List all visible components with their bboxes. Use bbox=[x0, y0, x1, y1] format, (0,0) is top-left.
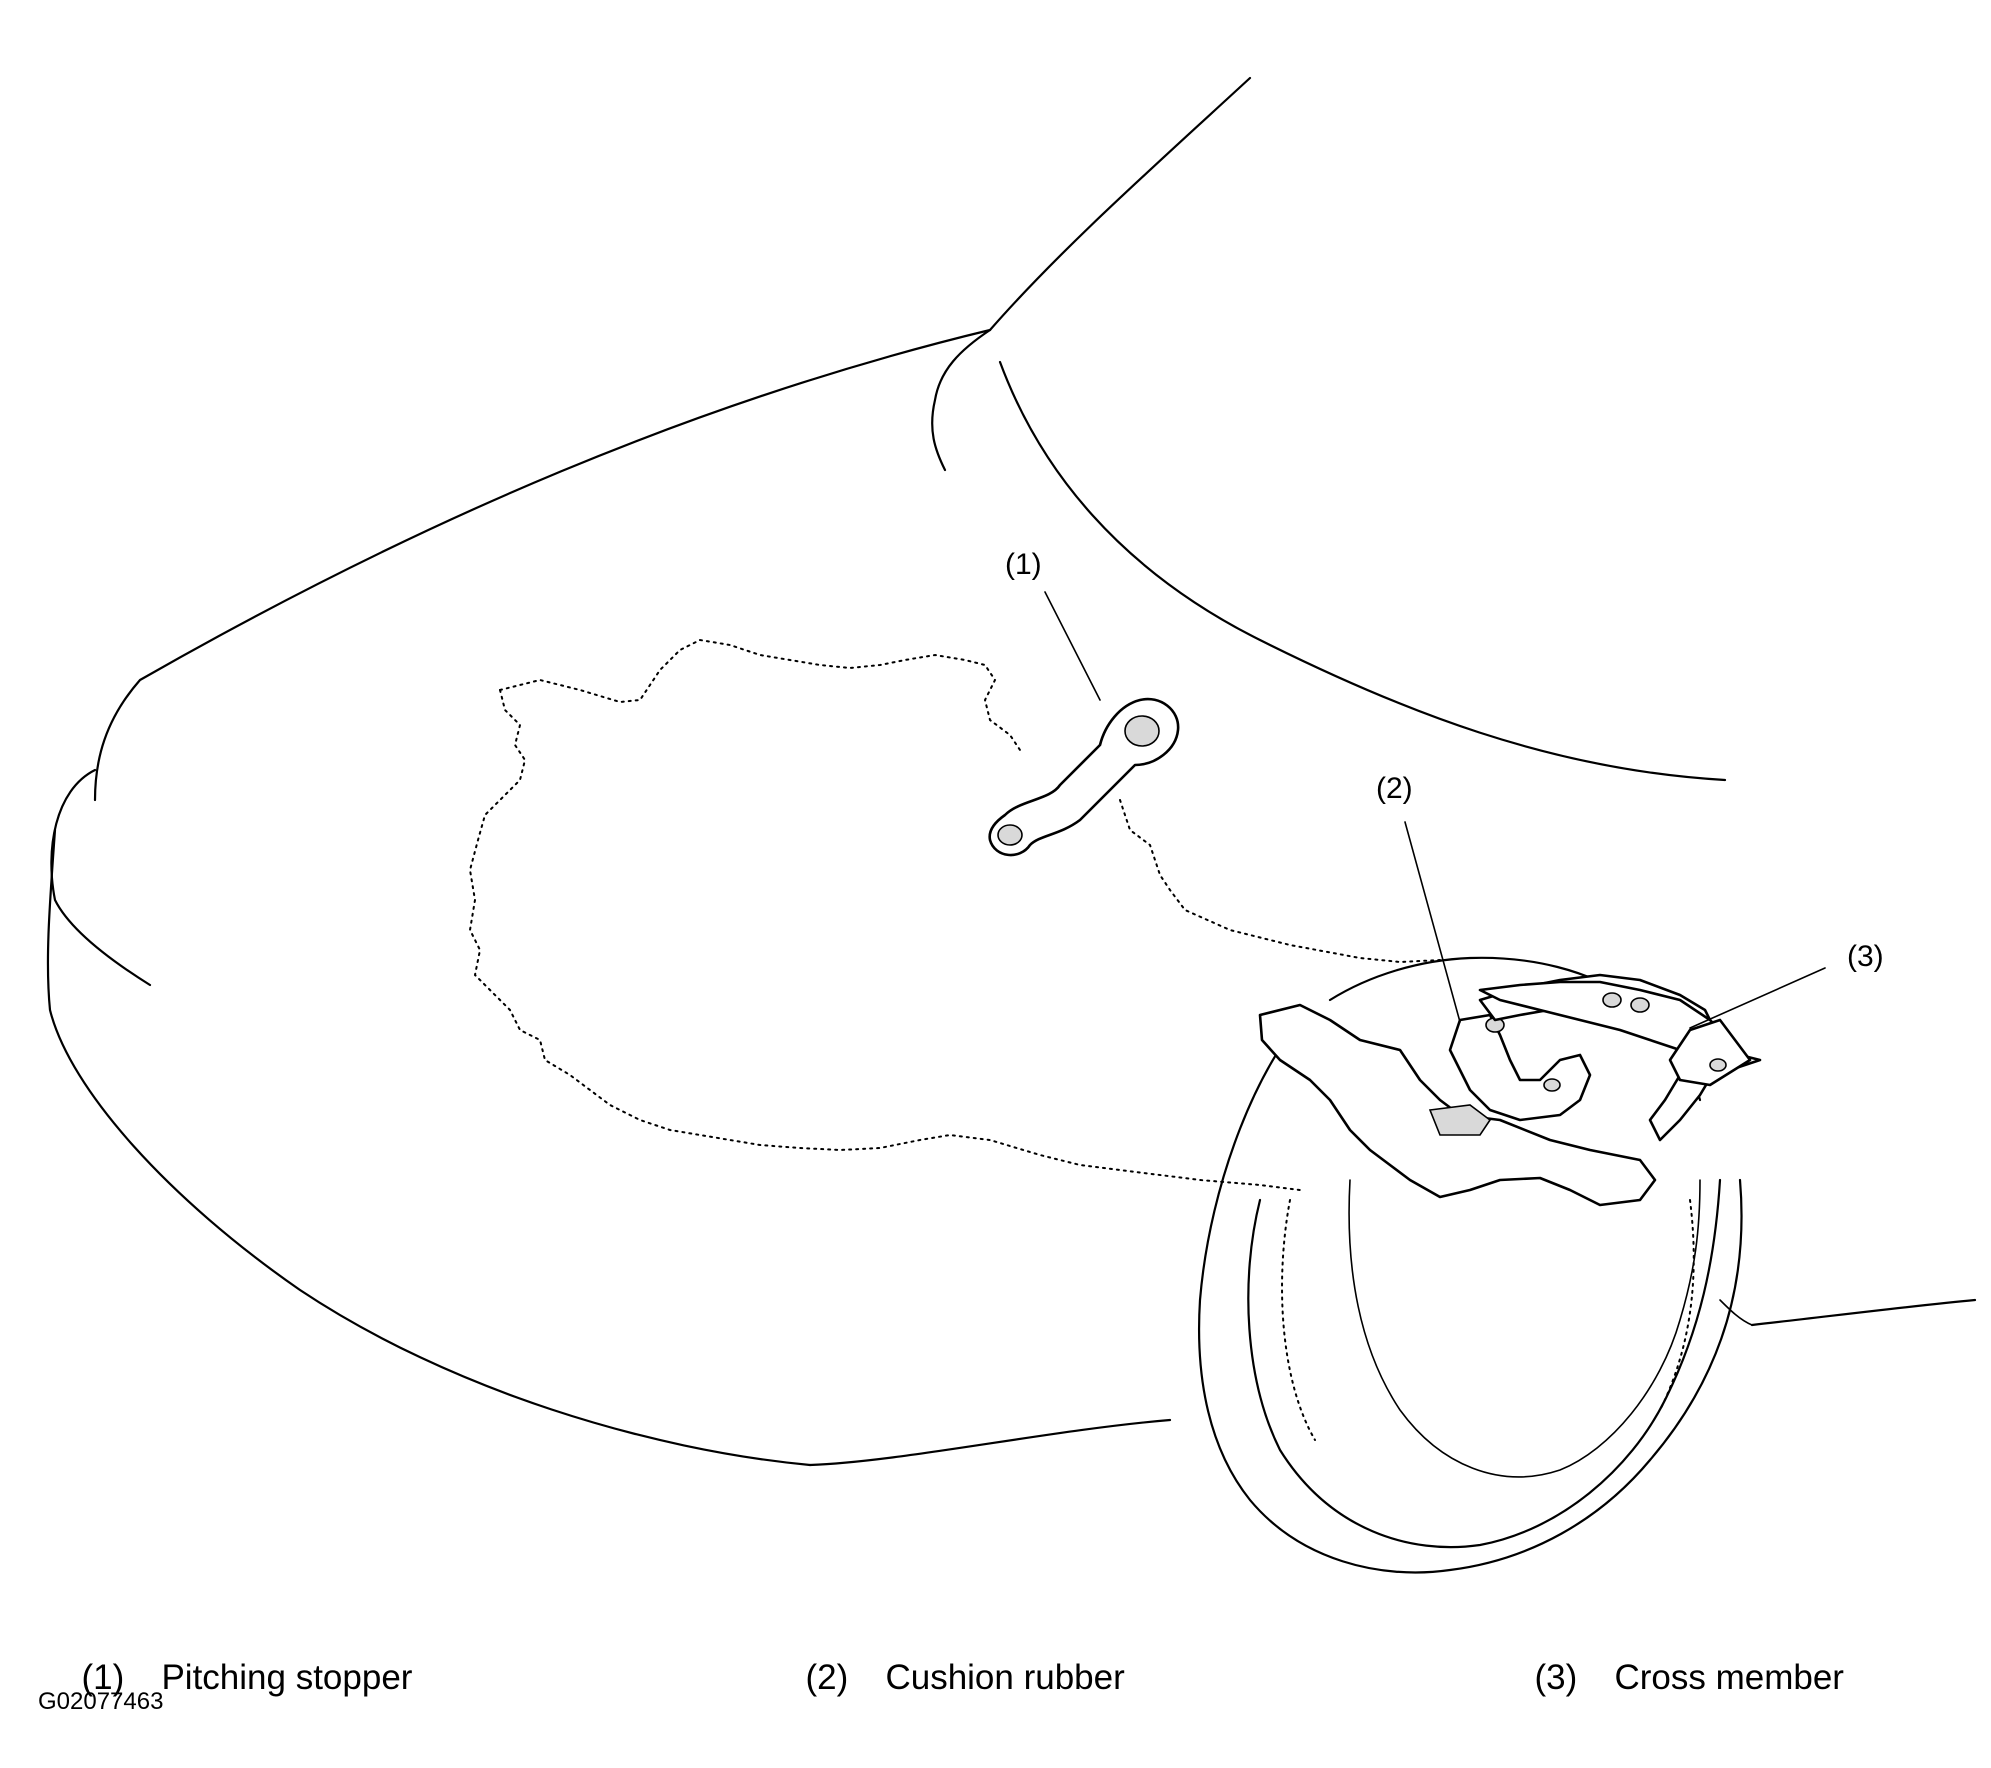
legend-item-cushion-rubber: (2) Cushion rubber bbox=[786, 1618, 1125, 1698]
legend-label: Pitching stopper bbox=[161, 1658, 413, 1697]
figure-id: G02077463 bbox=[38, 1688, 164, 1715]
legend-item-pitching-stopper: (1) Pitching stopper bbox=[62, 1618, 412, 1698]
callout-1: (1) bbox=[1005, 548, 1042, 581]
callout-3: (3) bbox=[1847, 940, 1884, 973]
leader-lines bbox=[1044, 591, 1826, 1029]
pitching-stopper bbox=[988, 697, 1180, 857]
engine-outline bbox=[468, 638, 1441, 1191]
legend-number: (2) bbox=[805, 1658, 849, 1697]
legend-number: (1) bbox=[81, 1658, 125, 1697]
car-body-outline bbox=[46, 76, 1977, 1467]
callout-2: (2) bbox=[1376, 772, 1413, 805]
legend-label: Cross member bbox=[1614, 1658, 1844, 1697]
legend-number: (3) bbox=[1534, 1658, 1578, 1697]
cross-member-assembly bbox=[1258, 973, 1762, 1207]
legend-label: Cushion rubber bbox=[885, 1658, 1125, 1697]
legend-item-cross-member: (3) Cross member bbox=[1515, 1618, 1844, 1698]
